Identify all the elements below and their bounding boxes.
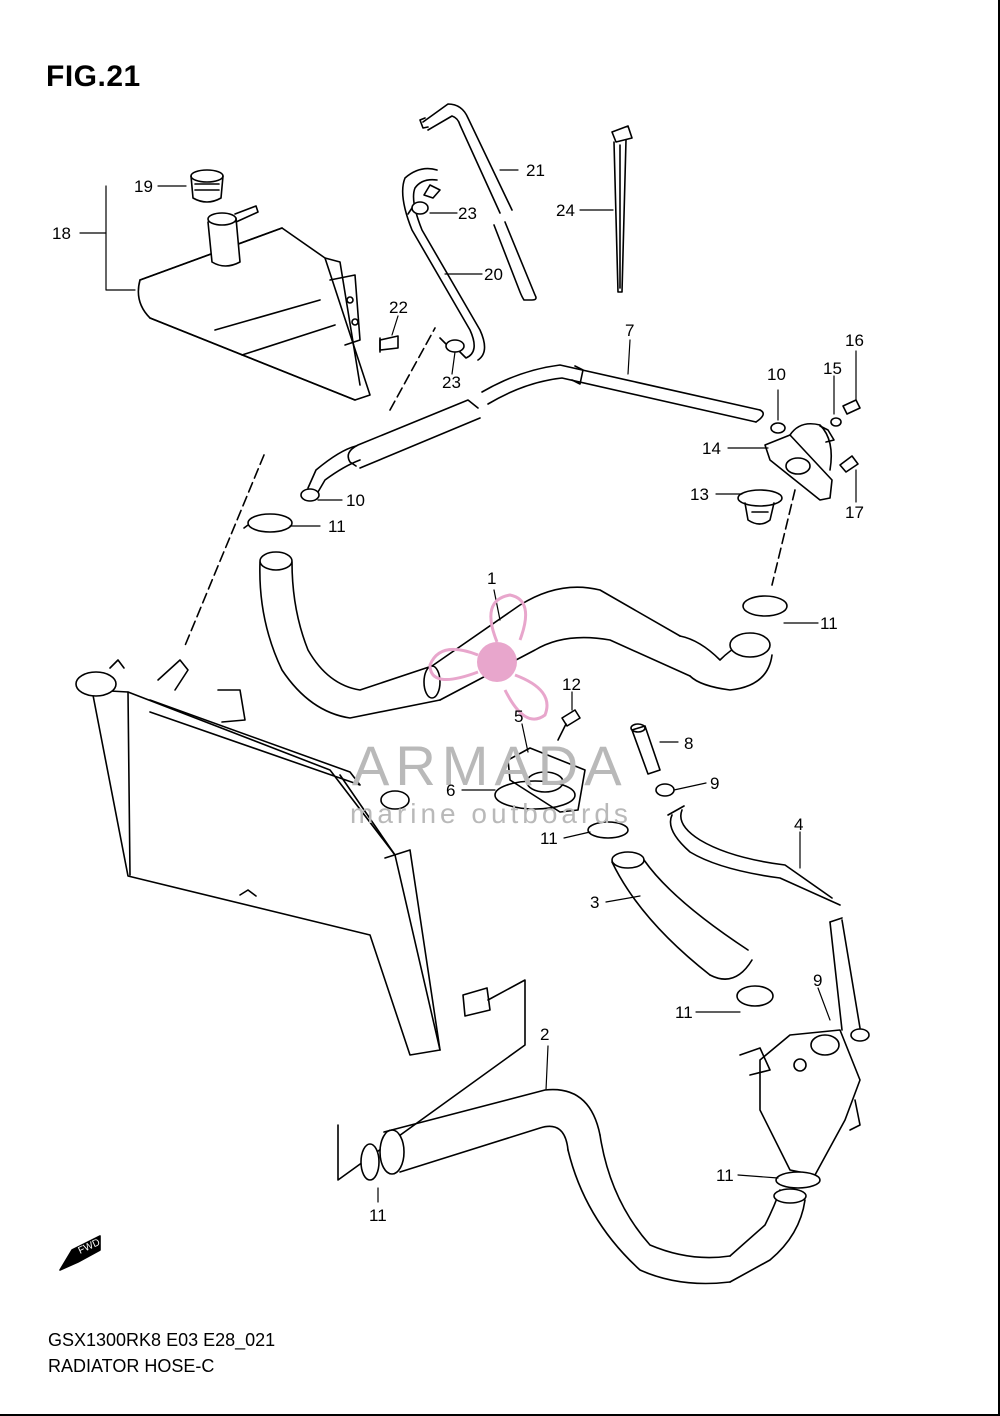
watermark-brand: ARMADA — [352, 734, 628, 797]
callout-11-lower-left: 11 — [369, 1206, 387, 1225]
mounting-plane — [337, 979, 526, 1181]
hose-1 — [259, 551, 773, 719]
water-pump — [739, 1029, 861, 1176]
callout-10-upper: 10 — [767, 365, 786, 384]
alignment-leaders — [183, 327, 796, 649]
bolt-12 — [557, 709, 581, 741]
hose-2 — [379, 1088, 807, 1285]
clamp-11-upper-left — [243, 513, 293, 533]
clamp-11-upper-right — [742, 595, 788, 617]
hose-20 — [401, 167, 486, 361]
figure-code: GSX1300RK8 E03 E28_021 — [48, 1330, 276, 1350]
hose-7 — [307, 364, 764, 493]
clamp-9-upper — [655, 783, 675, 797]
callout-14: 14 — [702, 439, 721, 458]
callout-11-pump-lower: 11 — [716, 1166, 734, 1185]
callout-10-lower: 10 — [346, 491, 365, 510]
clamp-11-pump-upper — [736, 985, 774, 1007]
bolt-17 — [839, 455, 859, 473]
callout-6: 6 — [446, 781, 455, 800]
callout-9-upper: 9 — [710, 774, 719, 793]
clamp-23-bottom — [439, 337, 465, 353]
cable-tie-24 — [611, 125, 633, 293]
frame-right-border — [998, 0, 1000, 1416]
callout-23-bottom: 23 — [442, 373, 461, 392]
callout-23-top: 23 — [458, 204, 477, 223]
thermostat — [737, 489, 783, 525]
callout-12: 12 — [562, 675, 581, 694]
figure-title: FIG.21 — [46, 60, 141, 93]
callout-11-upper-right: 11 — [820, 614, 838, 633]
callout-20: 20 — [484, 265, 503, 284]
hose-3 — [611, 851, 753, 980]
callout-11-middle: 11 — [540, 829, 558, 848]
callout-4: 4 — [794, 815, 803, 834]
clamp-10-lower — [300, 488, 320, 502]
fwd-arrow-icon — [59, 1235, 101, 1271]
callout-18: 18 — [52, 224, 71, 243]
callout-7: 7 — [625, 321, 634, 340]
callout-16: 16 — [845, 331, 864, 350]
bolt-16 — [842, 399, 861, 415]
thermostat-cover — [764, 422, 835, 501]
clamp-11-pump-lower — [775, 1171, 821, 1189]
watermark-tagline: marine outboards — [350, 798, 632, 829]
clamp-11-lower-left — [360, 1143, 380, 1181]
fitting-8 — [630, 723, 661, 775]
callout-22: 22 — [389, 298, 408, 317]
callout-5: 5 — [514, 707, 523, 726]
frame-bottom-border — [0, 1414, 1000, 1416]
hose-4 — [667, 805, 861, 1031]
callout-11-pump-upper: 11 — [675, 1003, 693, 1022]
callout-1: 1 — [487, 569, 496, 588]
thermostat-housing — [507, 747, 586, 813]
figure-name: RADIATOR HOSE-C — [48, 1356, 215, 1376]
clamp-11-middle — [587, 821, 629, 839]
bolt-22 — [379, 335, 399, 353]
callout-21: 21 — [526, 161, 545, 180]
reservoir-cap — [190, 169, 224, 203]
propeller-logo-icon — [428, 593, 549, 721]
watermark: ARMADA marine outboards — [350, 593, 632, 829]
callout-9-lower: 9 — [813, 971, 822, 990]
o-ring-6 — [494, 780, 576, 810]
washer-15 — [830, 417, 842, 427]
radiator — [75, 659, 491, 1056]
reservoir-tank — [137, 227, 371, 401]
clamp-9-lower — [850, 1028, 870, 1042]
callout-leaders — [79, 169, 857, 1203]
callout-24: 24 — [556, 201, 575, 220]
callout-3: 3 — [590, 893, 599, 912]
clamp-10-upper — [770, 422, 786, 434]
callout-11-upper-left: 11 — [328, 517, 346, 536]
callout-15: 15 — [823, 359, 842, 378]
hose-21 — [419, 103, 537, 301]
callout-8: 8 — [684, 734, 693, 753]
callout-13: 13 — [690, 485, 709, 504]
callout-2: 2 — [540, 1025, 549, 1044]
clamp-23-top — [407, 201, 429, 215]
callout-17: 17 — [845, 503, 864, 522]
callout-19: 19 — [134, 177, 153, 196]
filler-neck — [207, 205, 259, 267]
